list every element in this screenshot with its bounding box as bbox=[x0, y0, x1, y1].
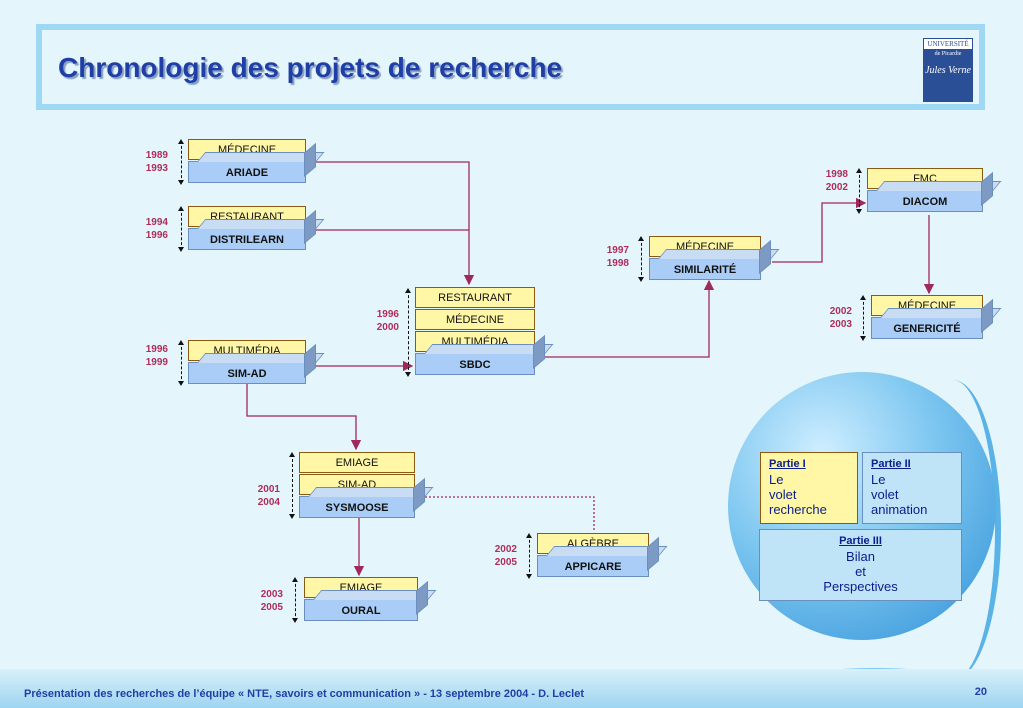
start-year: 1997 bbox=[606, 245, 629, 256]
years-appicare: 2002 2005 bbox=[477, 543, 517, 569]
project-name: SYSMOOSE bbox=[299, 496, 415, 518]
part-1-box[interactable]: Partie I Le volet recherche bbox=[760, 452, 858, 524]
duration-arrow bbox=[178, 340, 188, 386]
start-year: 1994 bbox=[145, 217, 168, 228]
years-diacom: 1998 2002 bbox=[808, 168, 848, 194]
part-heading: Partie I bbox=[769, 458, 806, 470]
part-line: Perspectives bbox=[823, 579, 898, 594]
link-similarite-diacom bbox=[772, 197, 867, 263]
duration-arrow bbox=[178, 139, 188, 185]
project-genericite: MÉDECINE GENERICITÉ bbox=[871, 295, 983, 339]
years-genericite: 2002 2003 bbox=[812, 305, 852, 331]
end-year: 2000 bbox=[376, 322, 399, 333]
end-year: 2005 bbox=[494, 557, 517, 568]
end-year: 1996 bbox=[145, 230, 168, 241]
years-similarite: 1997 1998 bbox=[589, 244, 629, 270]
part-line: et bbox=[855, 564, 866, 579]
duration-arrow bbox=[526, 533, 536, 579]
link-ariade-sbdc bbox=[316, 161, 475, 286]
duration-arrow bbox=[860, 295, 870, 341]
project-name: APPICARE bbox=[537, 555, 649, 577]
duration-arrow bbox=[405, 288, 415, 377]
link-simad-sysmoose bbox=[246, 384, 362, 451]
start-year: 1996 bbox=[145, 344, 168, 355]
part-line: animation bbox=[871, 502, 928, 517]
years-sysmoose: 2001 2004 bbox=[240, 483, 280, 509]
part-line: Le bbox=[769, 472, 784, 487]
duration-arrow bbox=[856, 168, 866, 214]
start-year: 2001 bbox=[257, 484, 280, 495]
footer: Présentation des recherches de l’équipe … bbox=[0, 669, 1023, 708]
project-distrilearn: RESTAURANT DISTRILEARN bbox=[188, 206, 306, 250]
part-heading: Partie III bbox=[839, 535, 882, 547]
project-name: SIMILARITÉ bbox=[649, 258, 761, 280]
project-name: SBDC bbox=[415, 353, 535, 375]
duration-arrow bbox=[178, 206, 188, 252]
start-year: 2002 bbox=[494, 544, 517, 555]
domain-label: EMIAGE bbox=[299, 452, 415, 473]
years-ariade: 1989 1993 bbox=[128, 149, 168, 175]
project-name: DIACOM bbox=[867, 190, 983, 212]
start-year: 2002 bbox=[829, 306, 852, 317]
project-simad: MULTIMÉDIA SIM-AD bbox=[188, 340, 306, 384]
part-line: Bilan bbox=[846, 549, 875, 564]
years-distrilearn: 1994 1996 bbox=[128, 216, 168, 242]
project-name: SIM-AD bbox=[188, 362, 306, 384]
project-name: ARIADE bbox=[188, 161, 306, 183]
duration-arrow bbox=[292, 577, 302, 623]
title-box: Chronologie des projets de recherche UNI… bbox=[36, 24, 985, 110]
footer-text: Présentation des recherches de l’équipe … bbox=[24, 688, 584, 700]
logo-line-1: UNIVERSITÉ bbox=[923, 38, 973, 50]
project-name: GENERICITÉ bbox=[871, 317, 983, 339]
project-name: OURAL bbox=[304, 599, 418, 621]
part-line: Le bbox=[871, 472, 886, 487]
project-diacom: FMC DIACOM bbox=[867, 168, 983, 212]
years-simad: 1996 1999 bbox=[128, 343, 168, 369]
project-appicare: ALGÈBRE APPICARE bbox=[537, 533, 649, 577]
start-year: 1989 bbox=[145, 150, 168, 161]
project-sbdc: RESTAURANT MÉDECINE MULTIMÉDIA SBDC bbox=[415, 287, 535, 375]
part-2-box[interactable]: Partie II Le volet animation bbox=[862, 452, 962, 524]
logo-line-2: de Picardie bbox=[934, 51, 962, 57]
duration-arrow bbox=[638, 236, 648, 282]
page-number: 20 bbox=[974, 686, 987, 698]
project-ariade: MÉDECINE ARIADE bbox=[188, 139, 306, 183]
project-similarite: MÉDECINE SIMILARITÉ bbox=[649, 236, 761, 280]
page-title: Chronologie des projets de recherche bbox=[58, 52, 563, 83]
end-year: 2003 bbox=[829, 319, 852, 330]
start-year: 2003 bbox=[260, 589, 283, 600]
end-year: 2005 bbox=[260, 602, 283, 613]
part-line: volet bbox=[871, 487, 899, 502]
project-sysmoose: EMIAGE SIM-AD SYSMOOSE bbox=[299, 452, 415, 518]
logo-line-3: Jules Verne bbox=[925, 65, 971, 76]
duration-arrow bbox=[289, 452, 299, 519]
end-year: 1993 bbox=[145, 163, 168, 174]
part-heading: Partie II bbox=[871, 458, 911, 470]
start-year: 1998 bbox=[825, 169, 848, 180]
years-oural: 2003 2005 bbox=[243, 588, 283, 614]
domain-label: MÉDECINE bbox=[415, 309, 535, 330]
domain-label: RESTAURANT bbox=[415, 287, 535, 308]
project-oural: EMIAGE OURAL bbox=[304, 577, 418, 621]
part-line: volet bbox=[769, 487, 797, 502]
years-sbdc: 1996 2000 bbox=[359, 308, 399, 334]
end-year: 1999 bbox=[145, 357, 168, 368]
link-sysmoose-appicare bbox=[425, 496, 595, 532]
start-year: 1996 bbox=[376, 309, 399, 320]
part-line: recherche bbox=[769, 502, 827, 517]
globe-arc bbox=[905, 380, 1001, 680]
part-3-box[interactable]: Partie III Bilan et Perspectives bbox=[759, 529, 962, 601]
end-year: 2004 bbox=[257, 497, 280, 508]
university-logo: UNIVERSITÉ de Picardie Jules Verne bbox=[923, 38, 973, 102]
project-name: DISTRILEARN bbox=[188, 228, 306, 250]
end-year: 2002 bbox=[825, 182, 848, 193]
link-sbdc-similarite bbox=[545, 279, 715, 358]
end-year: 1998 bbox=[606, 258, 629, 269]
